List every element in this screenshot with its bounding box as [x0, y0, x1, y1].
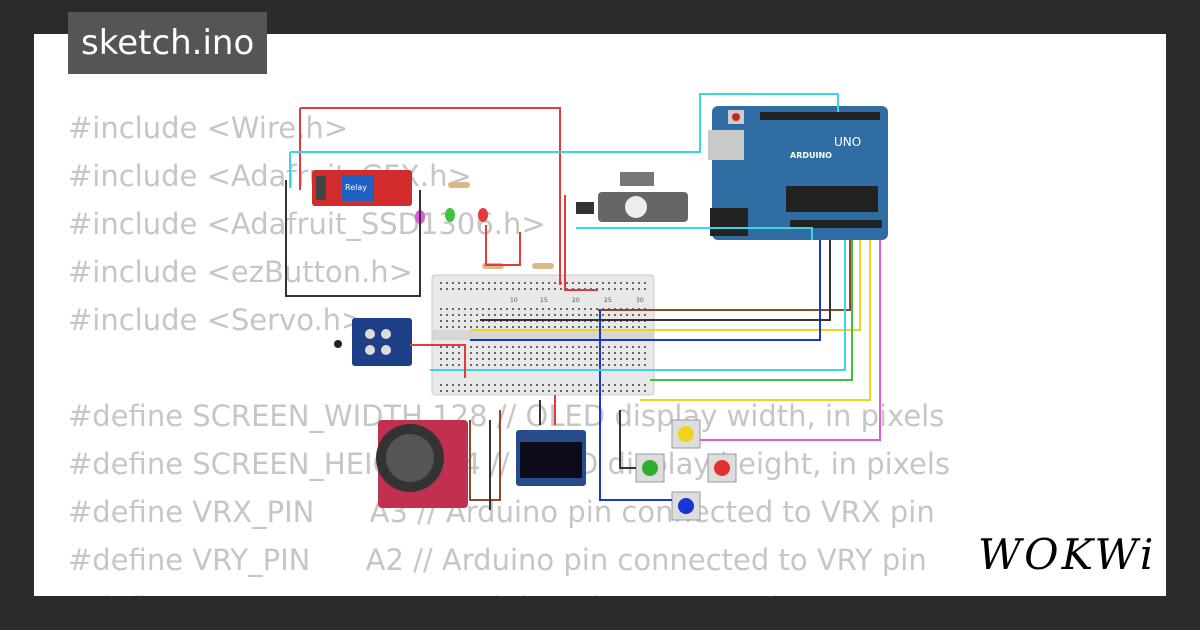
resistor	[532, 263, 554, 269]
code-line: #define SERVO_X_PIN 9 // Arduino pin con…	[68, 584, 1034, 596]
joystick-module	[376, 420, 468, 508]
svg-text:Relay: Relay	[345, 183, 367, 192]
code-line: #include <Servo.h>	[68, 303, 366, 337]
svg-text:15: 15	[540, 297, 548, 304]
led-red	[478, 208, 488, 222]
button-green	[635, 453, 665, 483]
led-green	[445, 208, 455, 222]
code-block: #include <Wire.h>#include <Adafruit_GFX.…	[68, 104, 1034, 596]
arduino-uno: ARDUINO UNO	[708, 106, 888, 240]
file-title: sketch.ino	[68, 12, 268, 74]
svg-text:30: 30	[636, 297, 644, 304]
code-line: #define VRY_PIN A2 // Arduino pin connec…	[68, 543, 927, 577]
svg-text:ARDUINO: ARDUINO	[790, 151, 832, 160]
svg-text:10: 10	[510, 297, 518, 304]
relay-module: Relay	[312, 170, 412, 206]
code-line: #include <Adafruit_SSD1306.h>	[68, 207, 546, 241]
circuit-diagram: 10 15 20 25 30 ARDUINO UNO Relay	[285, 93, 888, 521]
servo-motor	[576, 172, 688, 222]
svg-text:25: 25	[604, 297, 612, 304]
oled-display	[516, 430, 586, 486]
wires	[285, 93, 881, 510]
resistor	[448, 182, 470, 188]
code-line: #include <ezButton.h>	[68, 255, 413, 289]
svg-text:20: 20	[572, 297, 580, 304]
button-red	[707, 453, 737, 483]
preview-card: #include <Wire.h>#include <Adafruit_GFX.…	[34, 34, 1166, 596]
ir-sensor	[334, 318, 412, 366]
wokwi-logo: WOKWi	[978, 530, 1157, 579]
svg-text:UNO: UNO	[834, 135, 861, 149]
button-blue	[671, 491, 701, 521]
button-yellow	[671, 419, 701, 449]
code-line: #include <Wire.h>	[68, 111, 349, 145]
